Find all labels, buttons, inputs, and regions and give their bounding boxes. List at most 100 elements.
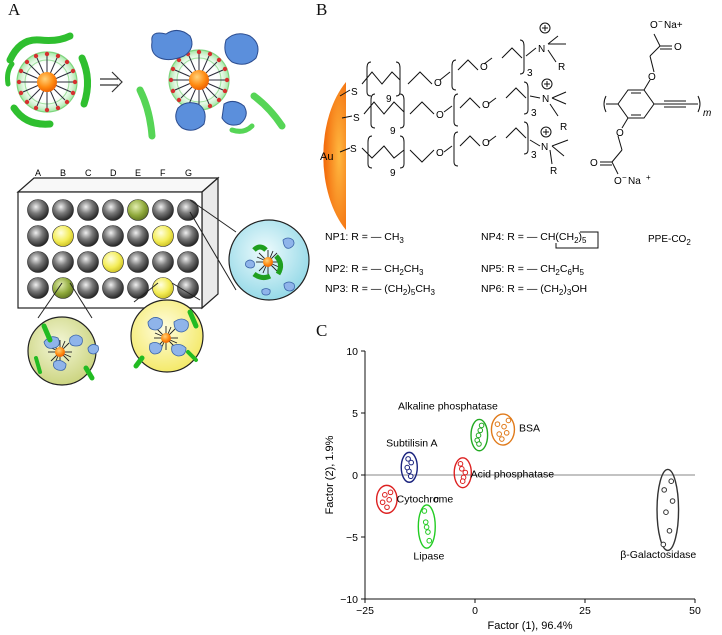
well-a1 [27, 199, 49, 221]
well-b3 [52, 251, 74, 273]
np-label-list: NP1: R = — CH3 NP2: R = — CH2CH3 NP3: R … [325, 231, 599, 297]
scatter-point [423, 524, 430, 530]
scatter-point [477, 427, 484, 434]
svg-text:N: N [541, 142, 548, 153]
confidence-ellipse [417, 504, 436, 549]
svg-text:3: 3 [531, 150, 537, 161]
svg-text:O: O [436, 110, 444, 121]
well-d2 [102, 225, 124, 247]
svg-text:3: 3 [527, 68, 533, 79]
quaternary-charge-icons [539, 22, 553, 138]
svg-text:S: S [353, 113, 360, 124]
well-c2 [77, 225, 99, 247]
x-tick-label: −25 [356, 605, 374, 617]
y-tick-label: 10 [346, 346, 358, 358]
confidence-ellipse [453, 457, 473, 489]
scatter-point [494, 421, 501, 427]
well-e2 [127, 225, 149, 247]
scatter-point [459, 466, 465, 472]
scatter-point [404, 464, 411, 471]
svg-text:O: O [590, 158, 598, 169]
confidence-ellipse [400, 451, 418, 483]
svg-text:9: 9 [390, 168, 396, 179]
svg-text:O: O [648, 72, 656, 83]
zoom-well-olive [27, 316, 99, 386]
scatter-point [459, 478, 466, 485]
plate-column-label: B [60, 168, 66, 178]
reaction-arrow [100, 71, 123, 93]
well-g4 [177, 277, 199, 299]
np3-label: NP3: R = — (CH2)5CH3 [325, 283, 435, 297]
scatter-point [478, 422, 485, 429]
scatter-point [501, 423, 507, 430]
annotation-label: Alkaline phosphatase [398, 400, 498, 412]
np2-label: NP2: R = — CH2CH3 [325, 263, 424, 277]
well-c3 [77, 251, 99, 273]
well-d3 [102, 251, 124, 273]
annotation-label: β-Galactosidase [620, 549, 696, 561]
svg-text:+: + [646, 173, 651, 182]
series-2 [400, 451, 418, 483]
series-3 [453, 457, 473, 489]
svg-text:N: N [542, 94, 549, 105]
ligand-chains [339, 35, 569, 169]
scatter-point [387, 489, 394, 496]
scatter-point [408, 459, 415, 466]
plate-column-label: D [110, 168, 117, 178]
svg-text:O: O [616, 128, 624, 139]
well-f2 [152, 225, 174, 247]
well-c1 [77, 199, 99, 221]
np4-ring-bracket [555, 231, 599, 249]
svg-text:S: S [350, 144, 357, 155]
annotation-label: c [434, 493, 440, 505]
scatter-point [499, 436, 505, 442]
annotation-label: Acid phosphatase [471, 468, 555, 480]
svg-text:O: O [614, 176, 622, 187]
y-tick-label: −10 [340, 594, 358, 606]
svg-text:9: 9 [386, 94, 392, 105]
well-e1 [127, 199, 149, 221]
scatter-point [496, 431, 503, 437]
np6-label: NP6: R = — (CH2)3OH [481, 283, 587, 297]
scatter-point [422, 519, 429, 525]
annotation-label: Lipase [413, 550, 444, 562]
ppe-polymer-labels: O O O O O − Na+ O − Na + m PPE-CO2 [590, 17, 711, 247]
np4-label: NP4: R = — CH(CH2)5 [481, 231, 587, 245]
series-1 [490, 413, 516, 446]
well-a3 [27, 251, 49, 273]
y-tick-label: −5 [346, 532, 358, 544]
zoom-well-cyan [228, 219, 310, 301]
series-6 [656, 468, 680, 552]
confidence-ellipse [375, 484, 398, 514]
svg-text:O: O [436, 148, 444, 159]
svg-text:O: O [480, 62, 488, 73]
svg-text:m: m [703, 108, 711, 119]
ligand-atom-labels: S S S 9 9 9 O O O O O O 3 3 3 N N N R R … [350, 44, 567, 179]
gold-surface [323, 82, 346, 230]
svg-text:R: R [560, 122, 567, 133]
polymer-name: PPE-CO2 [648, 234, 691, 247]
svg-text:O: O [482, 138, 490, 149]
scatter-point [407, 473, 414, 480]
scatter-point [660, 541, 667, 548]
y-axis-label: Factor (2), 1.9% [324, 435, 336, 514]
plate-column-label: G [185, 168, 192, 178]
plate-column-label: A [35, 168, 41, 178]
scatter-point [669, 498, 676, 504]
confidence-ellipse [490, 413, 516, 446]
scatter-point [661, 487, 668, 493]
ppe-polymer-structure [600, 33, 701, 175]
svg-text:R: R [550, 166, 557, 177]
svg-text:R: R [558, 62, 565, 73]
y-tick-label: 0 [352, 470, 358, 482]
well-b4 [52, 277, 74, 299]
scatter-point [476, 441, 482, 447]
series-4 [375, 484, 398, 514]
svg-text:O: O [650, 20, 658, 31]
svg-text:Na+: Na+ [664, 20, 683, 31]
well-d1 [102, 199, 124, 221]
well-g1 [177, 199, 199, 221]
